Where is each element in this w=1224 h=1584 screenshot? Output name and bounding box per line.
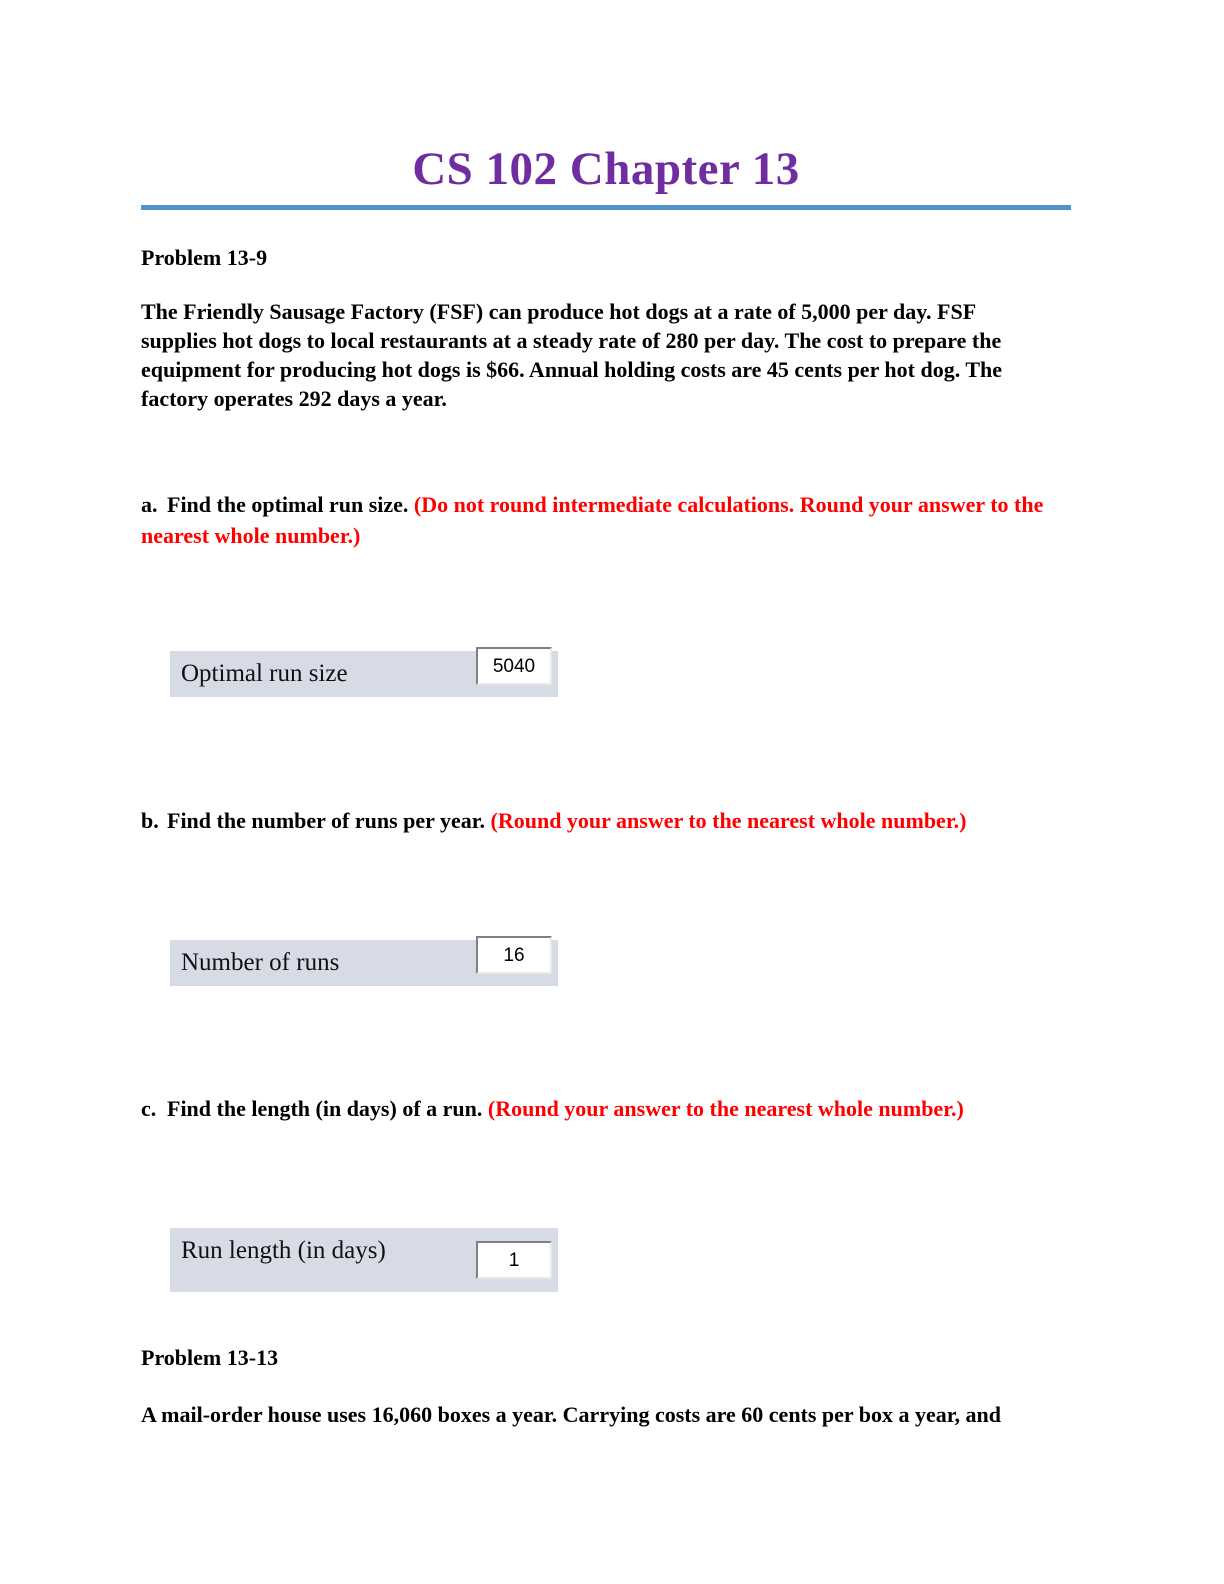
page-title: CS 102 Chapter 13 [412, 143, 800, 195]
question-a-prompt: Find the optimal run size. [167, 492, 409, 517]
question-c-hint: (Round your answer to the nearest whole … [487, 1096, 964, 1121]
question-c-prompt: Find the length (in days) of a run. [167, 1096, 483, 1121]
answer-label-optimal-run-size: Optimal run size [181, 660, 348, 687]
problem-1-body: The Friendly Sausage Factory (FSF) can p… [141, 299, 1003, 411]
problem-2-label: Problem 13-13 [141, 1345, 279, 1370]
run-length-input[interactable]: 1 [476, 1241, 552, 1279]
answer-row-number-of-runs: Number of runs 16 [170, 936, 558, 986]
problem-2-body: A mail-order house uses 16,060 boxes a y… [141, 1402, 1002, 1427]
question-b: b. Find the number of runs per year. (Rou… [141, 805, 1081, 836]
title-divider [141, 205, 1071, 210]
optimal-run-size-input[interactable]: 5040 [476, 647, 552, 685]
answer-row-optimal-run-size: Optimal run size 5040 [170, 647, 558, 697]
question-a-hint: (Do not round intermediate calculations.… [141, 492, 1044, 548]
answer-label-run-length: Run length (in days) [181, 1237, 386, 1264]
answer-label-number-of-runs: Number of runs [181, 949, 340, 976]
question-c-marker: c. [141, 1096, 157, 1121]
question-b-hint: (Round your answer to the nearest whole … [490, 808, 967, 833]
number-of-runs-input[interactable]: 16 [476, 936, 552, 974]
answer-row-run-length: Run length (in days) 1 [170, 1228, 558, 1292]
question-a-marker: a. [141, 492, 158, 517]
question-b-marker: b. [141, 808, 159, 833]
question-a: a. Find the optimal run size. (Do not rou… [141, 489, 1081, 551]
question-b-prompt: Find the number of runs per year. [167, 808, 486, 833]
question-c: c. Find the length (in days) of a run. (R… [141, 1093, 1081, 1124]
problem-1-label: Problem 13-9 [141, 245, 268, 270]
